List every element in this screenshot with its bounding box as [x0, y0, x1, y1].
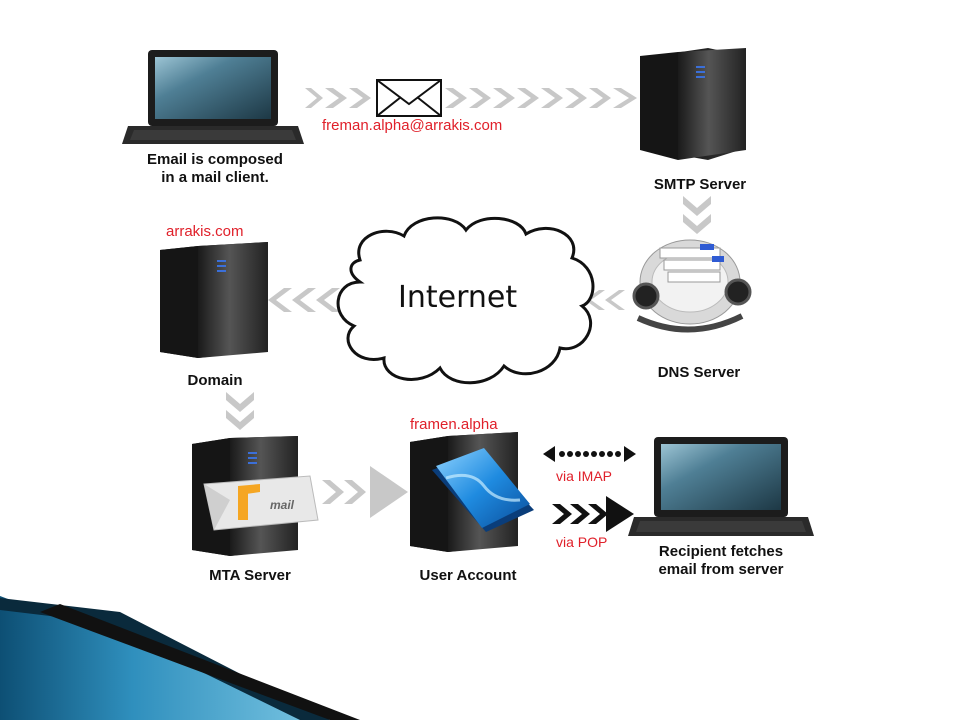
- arrow-internet-to-domain: [268, 288, 340, 312]
- account-name-label: framen.alpha: [410, 416, 498, 433]
- arrow-mta-to-account: [322, 466, 408, 518]
- user-account-label: User Account: [419, 567, 517, 584]
- via-pop-label: via POP: [556, 534, 608, 550]
- internet-label: Internet: [398, 280, 518, 315]
- recipient-laptop-icon: [628, 437, 814, 536]
- sender-laptop-icon: [122, 50, 304, 144]
- email-address-label: freman.alpha@arrakis.com: [322, 117, 503, 134]
- smtp-server-label: SMTP Server: [653, 176, 747, 193]
- recipient-label: Recipient fetches email from server: [658, 543, 784, 578]
- dns-server-label: DNS Server: [657, 364, 741, 381]
- internet-cloud-icon: [336, 216, 595, 385]
- via-imap-label: via IMAP: [556, 468, 613, 484]
- arrow-domain-to-mta: [226, 392, 254, 430]
- mail-tag-label: mail: [269, 498, 294, 512]
- domain-server-icon: [160, 242, 268, 358]
- mail-envelope-icon: [203, 475, 319, 531]
- folder-icon: [432, 448, 534, 532]
- envelope-icon: [376, 79, 442, 117]
- rolodex-icon: [632, 239, 752, 333]
- domain-label: Domain: [187, 372, 243, 389]
- pop-arrow: [552, 496, 634, 532]
- smtp-server-icon: [640, 48, 746, 160]
- banner-decoration: [0, 596, 360, 720]
- imap-arrow: [543, 446, 636, 462]
- mta-server-label: MTA Server: [209, 567, 291, 584]
- arrow-smtp-to-dns: [683, 196, 711, 234]
- arrow-laptop-to-smtp: [305, 88, 637, 108]
- composed-label: Email is composed in a mail client.: [147, 151, 283, 186]
- domain-name-label: arrakis.com: [166, 223, 244, 240]
